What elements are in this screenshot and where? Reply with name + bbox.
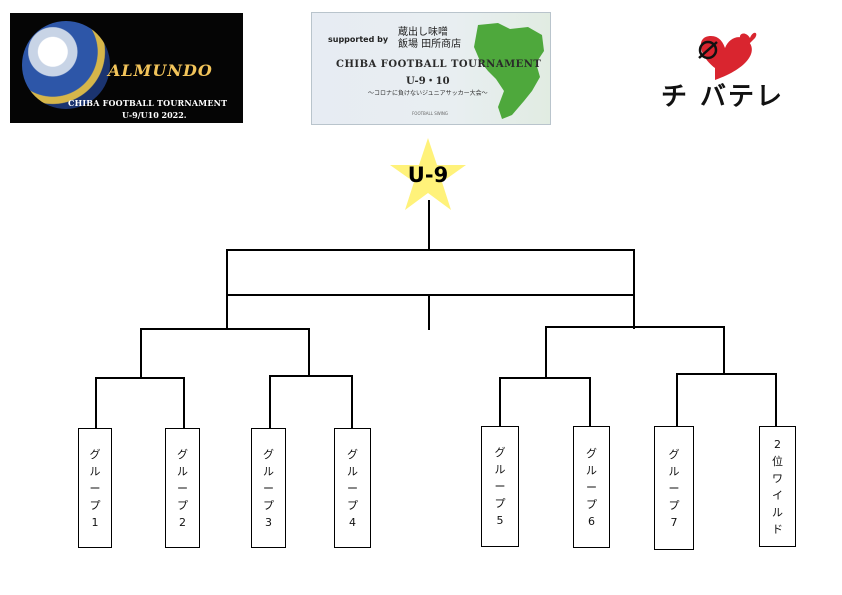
group-char: ル <box>668 464 680 478</box>
wildcard-char: ド <box>772 522 783 536</box>
wildcard-box: 2 位 ワ イ ル ド <box>759 426 796 547</box>
wildcard-char: ル <box>772 505 783 519</box>
group-char: ー <box>263 481 274 495</box>
center-logo-category: U-9・10 <box>406 76 450 87</box>
logo-brand-text: ALMUNDO <box>108 61 213 80</box>
group-char: プ <box>177 498 188 512</box>
star-icon <box>390 138 466 210</box>
group-char: プ <box>586 497 597 511</box>
group-char: ー <box>586 480 597 494</box>
group-char: 6 <box>588 514 595 528</box>
heart-icon <box>698 32 757 80</box>
sponsor-line-2: 飯場 田所商店 <box>398 39 462 50</box>
logo-edition-text: U-9/U10 2022. <box>122 110 187 120</box>
soccer-ball-icon <box>22 21 110 109</box>
group-char: 3 <box>265 515 272 529</box>
group-char: 7 <box>670 515 678 529</box>
group-char: プ <box>494 497 506 510</box>
wildcard-char: ワ <box>772 471 783 485</box>
group-char: 1 <box>91 515 99 529</box>
group-3-box: グ ル ー プ 3 <box>251 428 286 548</box>
almundo-tournament-logo: ALMUNDO CHIBA FOOTBALL TOURNAMENT U-9/U1… <box>10 13 243 123</box>
group-char: グ <box>494 446 506 459</box>
group-char: ル <box>263 464 274 478</box>
group-2-box: グ ル ー プ 2 <box>165 428 200 548</box>
logo-tournament-text: CHIBA FOOTBALL TOURNAMENT <box>68 98 228 108</box>
group-char: ル <box>89 464 101 478</box>
wildcard-char: 位 <box>772 454 783 468</box>
sponsor-name: 蔵出し味噌 飯場 田所商店 <box>398 27 461 51</box>
group-char: 2 <box>179 515 186 529</box>
chiba-tv-logo: チ バテレ <box>655 28 805 112</box>
group-char: グ <box>89 447 101 461</box>
group-char: プ <box>89 498 101 512</box>
group-char: ル <box>347 464 358 478</box>
wildcard-char: 2 <box>774 437 781 451</box>
chiba-tv-text: チ バテレ <box>661 82 785 112</box>
sponsor-line-1: 蔵出し味噌 <box>398 27 448 38</box>
center-logo-title: CHIBA FOOTBALL TOURNAMENT <box>336 59 542 70</box>
group-char: ー <box>89 481 101 495</box>
group-char: ー <box>668 481 680 495</box>
group-char: グ <box>586 446 597 460</box>
center-logo-footer: FOOTBALL SWING <box>412 111 449 116</box>
group-char: グ <box>668 447 680 461</box>
group-5-box: グ ル ー プ 5 <box>481 426 519 547</box>
sponsor-tournament-logo: supported by 蔵出し味噌 飯場 田所商店 CHIBA FOOTBAL… <box>311 12 551 125</box>
group-4-box: グ ル ー プ 4 <box>334 428 371 548</box>
group-char: グ <box>347 447 358 461</box>
group-char: プ <box>347 498 358 512</box>
group-char: 5 <box>496 514 504 527</box>
group-char: ル <box>586 463 597 477</box>
supported-by-text: supported by <box>328 35 389 44</box>
group-char: プ <box>263 498 274 512</box>
group-char: ー <box>177 481 188 495</box>
group-char: ー <box>347 481 358 495</box>
wildcard-char: イ <box>772 488 783 502</box>
group-7-box: グ ル ー プ 7 <box>654 426 694 550</box>
group-char: ー <box>494 480 506 493</box>
center-logo-tagline: 〜コロナに負けないジュニアサッカー大会〜 <box>368 90 488 97</box>
group-6-box: グ ル ー プ 6 <box>573 426 610 548</box>
bracket-root-label: U-9 <box>407 163 449 187</box>
group-char: プ <box>668 498 680 512</box>
group-char: ル <box>494 463 506 476</box>
group-char: グ <box>177 447 188 461</box>
group-char: 4 <box>349 515 356 529</box>
group-char: ル <box>177 464 188 478</box>
chiba-map-icon <box>474 23 544 119</box>
group-char: グ <box>263 447 274 461</box>
group-1-box: グ ル ー プ 1 <box>78 428 112 548</box>
